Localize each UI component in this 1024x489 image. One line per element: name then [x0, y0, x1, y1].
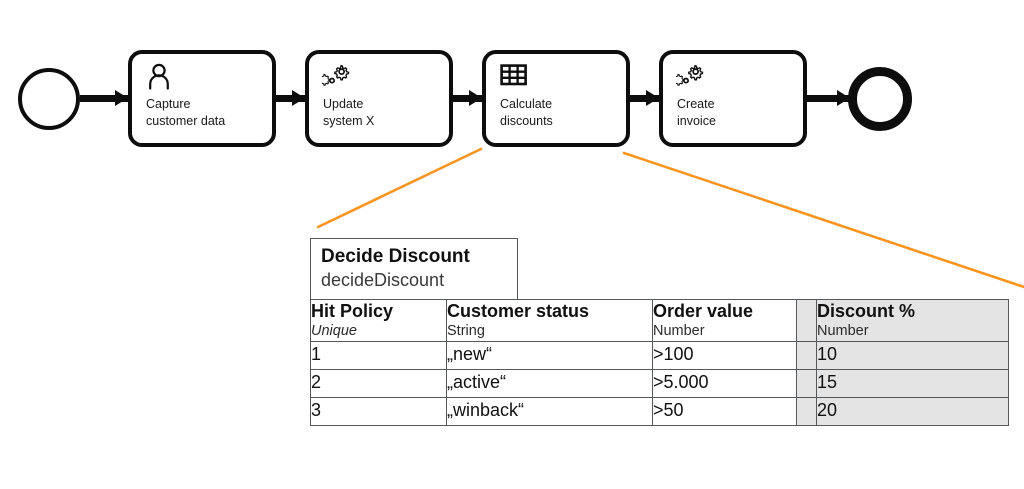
table-row[interactable]: 2 „active“ >5.000 15: [310, 369, 1009, 398]
cell-customer-status: „winback“: [446, 397, 653, 426]
column-label: Order value: [653, 301, 754, 321]
task-label: Capture customer data: [146, 97, 226, 128]
column-label: Discount %: [817, 301, 916, 321]
table-row[interactable]: 3 „winback“ >50 20: [310, 397, 1009, 426]
cell-rule-number: 3: [310, 397, 447, 426]
column-type: Number: [653, 323, 705, 339]
sequence-flow-3: [453, 90, 482, 106]
cell-discount: 10: [816, 341, 1009, 370]
cell-rule-number: 1: [310, 341, 447, 370]
column-label: Hit Policy: [311, 301, 394, 321]
cell-discount: 20: [816, 397, 1009, 426]
input-output-separator: [796, 299, 817, 342]
task-update-system-x[interactable]: Update system X: [305, 50, 453, 147]
task-label: Create invoice: [677, 97, 716, 128]
decision-rules-table: Hit Policy Unique Customer status String…: [310, 299, 1009, 426]
task-capture-customer-data[interactable]: Capture customer data: [128, 50, 276, 147]
task-calculate-discounts[interactable]: Calculate discounts: [482, 50, 630, 147]
cell-discount: 15: [816, 369, 1009, 398]
start-event[interactable]: [18, 68, 80, 130]
cell-rule-number: 2: [310, 369, 447, 398]
column-label: Customer status: [447, 301, 590, 321]
row-separator: [796, 341, 817, 370]
bpmn-process-chain: Capture customer data Update system X: [0, 0, 1024, 170]
decision-id: decideDiscount: [321, 270, 445, 290]
column-header-customer-status[interactable]: Customer status String: [446, 299, 653, 342]
table-header-row: Hit Policy Unique Customer status String…: [310, 299, 1009, 342]
table-grid-icon: [499, 62, 529, 92]
task-label: Update system X: [323, 97, 375, 128]
end-event[interactable]: [848, 67, 912, 131]
cell-customer-status: „active“: [446, 369, 653, 398]
column-header-order-value[interactable]: Order value Number: [652, 299, 797, 342]
task-create-invoice[interactable]: Create invoice: [659, 50, 807, 147]
sequence-flow-4: [630, 90, 659, 106]
task-label: Calculate discounts: [500, 97, 553, 128]
column-type: String: [447, 323, 485, 339]
dmn-decision-table: Decide Discount decideDiscount Hit Polic…: [310, 238, 1009, 426]
table-row[interactable]: 1 „new“ >100 10: [310, 341, 1009, 370]
decision-name: Decide Discount: [321, 246, 470, 267]
cell-order-value: >50: [652, 397, 797, 426]
sequence-flow-2: [276, 90, 305, 106]
gears-icon: [322, 62, 352, 92]
column-header-hit-policy[interactable]: Hit Policy Unique: [310, 299, 447, 342]
sequence-flow-5: [807, 90, 850, 106]
column-header-discount-percent[interactable]: Discount % Number: [816, 299, 1009, 342]
user-icon: [145, 62, 175, 92]
row-separator: [796, 397, 817, 426]
column-type: Number: [817, 323, 869, 339]
cell-order-value: >100: [652, 341, 797, 370]
row-separator: [796, 369, 817, 398]
sequence-flow-1: [80, 90, 128, 106]
cell-customer-status: „new“: [446, 341, 653, 370]
column-type: Unique: [311, 323, 357, 339]
cell-order-value: >5.000: [652, 369, 797, 398]
gears-icon: [676, 62, 706, 92]
decision-title-block: Decide Discount decideDiscount: [310, 238, 518, 299]
